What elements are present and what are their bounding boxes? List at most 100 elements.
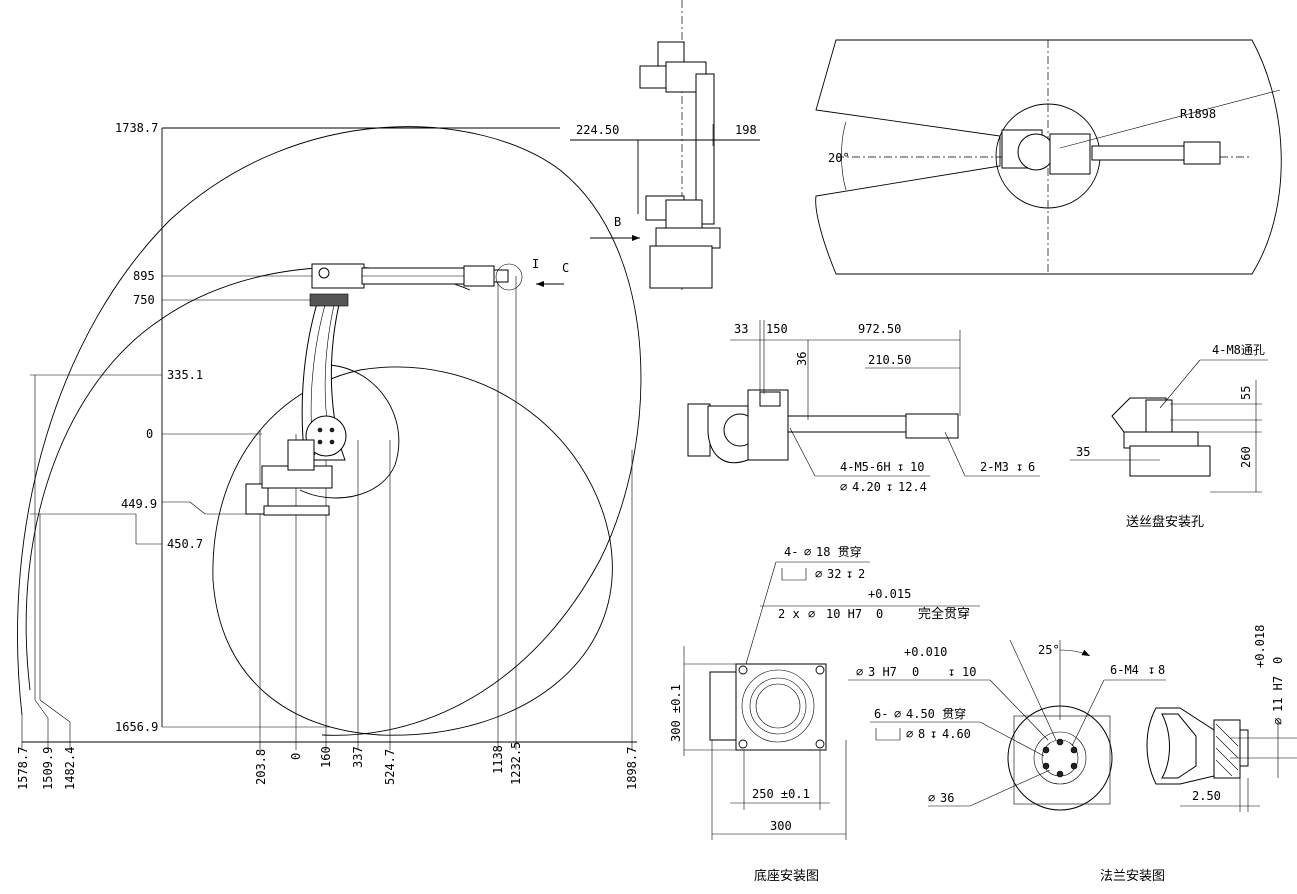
side-view: 224.50 198 B (570, 0, 760, 290)
robot-arm-side (245, 263, 523, 516)
dim-36: 36 (795, 352, 809, 366)
y-dim-0: 0 (146, 427, 153, 441)
flange-cb-depth: 4.60 (942, 727, 971, 741)
x-dim-337: 337 (351, 746, 365, 768)
callout-d42-depth: 12.4 (898, 480, 927, 494)
x-dim-1232: 1232.5 (509, 742, 523, 785)
diameter-symbol-5: ⌀ (856, 665, 863, 679)
j3-reach-arc (299, 364, 400, 499)
pin-prefix: 2 x (778, 607, 800, 621)
dim-224-50: 224.50 (576, 123, 619, 137)
callout-cb-dia: 32 (827, 567, 841, 581)
front-view: 33 150 972.50 36 210.50 4-M5-6H ↧ 10 ⌀ 4… (687, 320, 1040, 494)
flange-angle-25: 25° (1038, 643, 1060, 657)
dim-300: 300 (770, 819, 792, 833)
flange-tol-upper: +0.010 (904, 645, 947, 659)
diameter-symbol-3: ⌀ (815, 567, 822, 581)
caption-feeder: 送丝盘安装孔 (1126, 514, 1204, 530)
callout-cb-depth: 2 (858, 567, 865, 581)
x-dim-1578: 1578.7 (16, 747, 30, 790)
depth-symbol-5: ↧ (948, 665, 955, 679)
counterbore-symbol (781, 568, 807, 581)
dim-33: 33 (734, 322, 748, 336)
feeder-mount-view: 4-M8通孔 55 260 35 送丝盘安装孔 (1070, 343, 1268, 530)
depth-symbol-1: ↧ (897, 460, 904, 474)
dim-250: 250 ±0.1 (752, 787, 810, 801)
dim-150: 150 (766, 322, 788, 336)
diameter-symbol-7: ⌀ (906, 727, 913, 741)
top-view-reach-sector (815, 39, 1282, 275)
workspace-view: 1738.7 895 750 335.1 0 449.9 450.7 1656.… (16, 121, 642, 790)
pin-spec: 10 H7 (826, 607, 862, 621)
inner-reach-arc (25, 266, 471, 691)
flange-dim-2-50: 2.50 (1192, 789, 1221, 803)
x-dim-1509: 1509.9 (41, 747, 55, 790)
max-reach-arc (17, 126, 642, 736)
depth-symbol-6: ↧ (1148, 663, 1155, 677)
flange-cb-dia: 8 (918, 727, 925, 741)
flange-bore-lower: 0 (1271, 657, 1285, 664)
caption-base: 底座安装图 (754, 868, 819, 884)
callout-m3-depth: 6 (1028, 460, 1035, 474)
dim-198: 198 (735, 123, 757, 137)
dim-300-side: 300 ±0.1 (669, 684, 683, 742)
view-label-C: C (562, 261, 569, 275)
y-dim-1738: 1738.7 (115, 121, 158, 135)
view-label-I: I (532, 257, 539, 271)
dim-260: 260 (1239, 446, 1253, 468)
angle-20: 20° (828, 151, 850, 165)
callout-4-d18: 4- (784, 545, 798, 559)
diameter-symbol-1: ⌀ (840, 480, 847, 494)
depth-symbol-2: ↧ (886, 480, 893, 494)
callout-2-M3: 2-M3 (980, 460, 1009, 474)
y-dim-335: 335.1 (167, 368, 203, 382)
dim-55: 55 (1239, 386, 1253, 400)
radius-R1898: R1898 (1180, 107, 1216, 121)
dim-210-50: 210.50 (868, 353, 911, 367)
x-dim-203: 203.8 (254, 749, 268, 785)
callout-4-M8: 4-M8通孔 (1212, 343, 1265, 357)
depth-symbol-3: ↧ (1016, 460, 1023, 474)
callout-4-20: 4.20 (852, 480, 881, 494)
tolerance-upper-015: +0.015 (868, 587, 911, 601)
top-view: R1898 20° (815, 39, 1282, 275)
x-dim-0: 0 (289, 753, 303, 760)
flange-pin-lower: 0 (912, 665, 919, 679)
diameter-symbol-2: ⌀ (804, 545, 811, 559)
x-dim-160: 160 (319, 746, 333, 768)
y-dim-895: 895 (133, 269, 155, 283)
depth-symbol-7: ↧ (930, 727, 937, 741)
flange-d36: 36 (940, 791, 954, 805)
flange-mount-view: +0.010 ⌀ 3 H7 0 ↧ 10 25° 6-M4 ↧ 8 6- ⌀ 4… (848, 625, 1297, 884)
view-label-B: B (614, 215, 621, 229)
callout-4-M5: 4-M5-6H (840, 460, 891, 474)
dim-972-50: 972.50 (858, 322, 901, 336)
y-dim-750: 750 (133, 293, 155, 307)
flange-pin-depth: 10 (962, 665, 976, 679)
diameter-symbol-8: ⌀ (928, 791, 935, 805)
depth-symbol-4: ↧ (846, 567, 853, 581)
flange-tap-depth: 8 (1158, 663, 1165, 677)
y-dim-450: 450.7 (167, 537, 203, 551)
x-dim-1898: 1898.7 (625, 747, 639, 790)
callout-m5-depth: 10 (910, 460, 924, 474)
flange-pin-spec: 3 H7 (868, 665, 897, 679)
base-mount-view: 4- ⌀ 18 贯穿 ⌀ 32 ↧ 2 +0.015 2 x ⌀ 10 H7 0… (669, 544, 980, 884)
x-dim-1482: 1482.4 (63, 747, 77, 790)
x-dim-1138: 1138 (491, 745, 505, 774)
flange-hole-dia: 4.50 贯穿 (906, 706, 966, 721)
diameter-symbol-9: ⌀ (1271, 718, 1285, 725)
y-dim-449: 449.9 (121, 497, 157, 511)
diameter-symbol-6: ⌀ (894, 707, 901, 721)
pin-note: 完全贯穿 (918, 606, 970, 622)
y-dim-1656: 1656.9 (115, 720, 158, 734)
flange-tap: 6-M4 (1110, 663, 1139, 677)
lower-reach-circle (212, 366, 613, 736)
pin-lower: 0 (876, 607, 883, 621)
x-dim-524: 524.7 (383, 749, 397, 785)
caption-flange: 法兰安装图 (1100, 869, 1165, 884)
flange-bore-spec: 11 H7 (1271, 676, 1285, 712)
flange-hole-prefix: 6- (874, 707, 888, 721)
callout-d18-text: 18 贯穿 (816, 544, 862, 559)
